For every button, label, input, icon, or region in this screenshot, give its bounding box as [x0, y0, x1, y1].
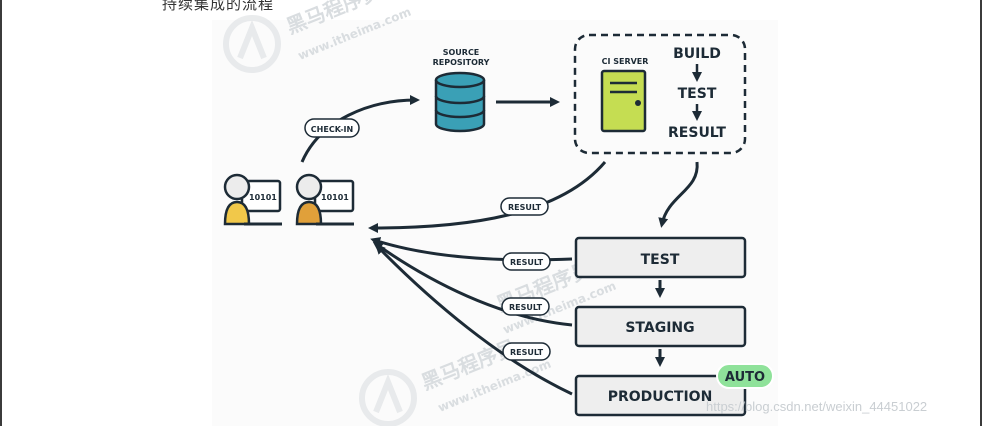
- check-in-arrow: [300, 95, 420, 163]
- developer-2: 10101: [295, 173, 355, 226]
- watermark-logo-top: [223, 15, 281, 73]
- watermark-logo-bottom: [359, 369, 417, 426]
- svg-text:TEST: TEST: [641, 252, 680, 268]
- auto-badge: AUTO: [716, 363, 774, 389]
- developer-1: 10101: [223, 173, 282, 226]
- svg-text:CHECK-IN: CHECK-IN: [311, 125, 353, 134]
- watermark-url: https://blog.csdn.net/weixin_44451022: [706, 399, 928, 414]
- svg-text:RESULT: RESULT: [508, 203, 542, 212]
- stage-test: TEST: [574, 236, 747, 279]
- svg-text:RESULT: RESULT: [510, 258, 544, 267]
- stage-staging: STAGING: [574, 305, 747, 348]
- result-step: RESULT: [668, 125, 726, 141]
- source-repository-label-line2: REPOSITORY: [433, 58, 490, 67]
- laptop-screen-text: 10101: [249, 193, 277, 202]
- test-result-label: RESULT: [502, 252, 551, 271]
- check-in-label: CHECK-IN: [304, 118, 360, 138]
- ci-server-label: CI SERVER: [602, 57, 649, 66]
- staging-result-label: RESULT: [501, 297, 550, 316]
- build-step: BUILD: [673, 46, 721, 62]
- database-icon: [434, 71, 486, 133]
- svg-text:PRODUCTION: PRODUCTION: [608, 389, 713, 405]
- source-repository-label-line1: SOURCE: [443, 48, 480, 57]
- test-step: TEST: [678, 86, 717, 102]
- ci-to-test-arrow: [658, 161, 699, 228]
- staging-result-arrow: [372, 241, 573, 327]
- production-result-label: RESULT: [502, 342, 551, 361]
- production-result-arrow: [375, 244, 573, 396]
- left-border: [0, 0, 2, 426]
- svg-text:STAGING: STAGING: [625, 320, 694, 336]
- stage-production: PRODUCTION: [574, 374, 747, 417]
- svg-text:RESULT: RESULT: [510, 348, 544, 357]
- ci-result-label: RESULT: [500, 197, 549, 216]
- server-icon: [600, 69, 647, 133]
- ci-server-box: [573, 33, 747, 155]
- right-border: [980, 0, 982, 426]
- svg-text:AUTO: AUTO: [725, 370, 765, 385]
- section-heading: 持续集成的流程: [162, 0, 275, 13]
- ci-result-arrow: [368, 161, 607, 233]
- svg-text:RESULT: RESULT: [509, 303, 543, 312]
- laptop-screen-text: 10101: [321, 193, 349, 202]
